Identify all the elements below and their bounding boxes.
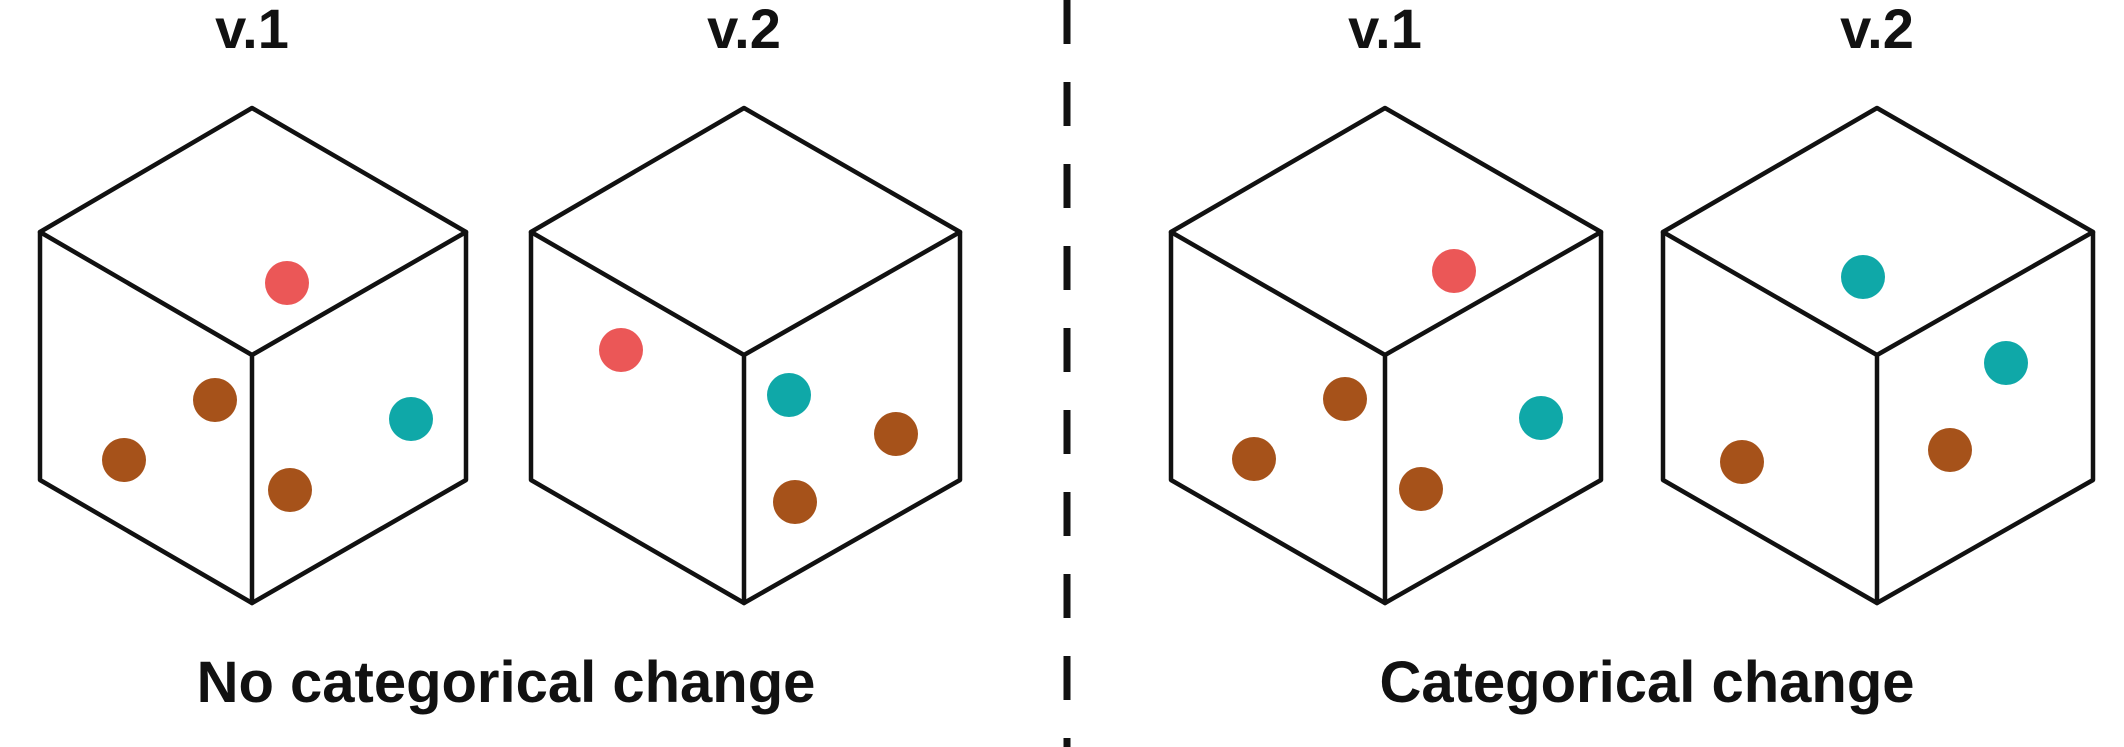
cube-1-dot-brown-left-1: [193, 378, 237, 422]
cube-1-label: v.1: [215, 0, 289, 60]
cube-4-inner-edges: [1660, 229, 2096, 606]
cube-2-inner-edges: [528, 229, 963, 606]
cube-1-dot-brown-left-2: [102, 438, 146, 482]
cube-1-dot-brown-right: [268, 468, 312, 512]
cube-3-dot-brown-left-1: [1323, 377, 1367, 421]
cube-2-dot-brown-right-2: [773, 480, 817, 524]
cube-3-label: v.1: [1348, 0, 1422, 60]
cube-3-dot-red-top: [1432, 249, 1476, 293]
cube-1-dot-red-top: [265, 261, 309, 305]
cube-2-dot-brown-right-1: [874, 412, 918, 456]
cube-2-dot-teal-right: [767, 373, 811, 417]
cube-1-dot-teal-right: [389, 397, 433, 441]
group-no-categorical-change: v.1 v.2 No categorical change: [37, 0, 963, 715]
caption-no-categorical-change: No categorical change: [197, 650, 816, 715]
cube-4-dot-teal-top: [1841, 255, 1885, 299]
cube-4-dot-brown-left: [1720, 440, 1764, 484]
cube-2-dot-red-left: [599, 328, 643, 372]
cube-4-dot-teal-right: [1984, 341, 2028, 385]
cube-2: v.2: [528, 0, 963, 606]
cube-3-dot-brown-right: [1399, 467, 1443, 511]
cube-3-dot-brown-left-2: [1232, 437, 1276, 481]
cube-3-dot-teal-right: [1519, 396, 1563, 440]
cube-4-dot-brown-right: [1928, 428, 1972, 472]
cube-3: v.1: [1168, 0, 1604, 606]
cube-2-label: v.2: [707, 0, 781, 60]
cube-4: v.2: [1660, 0, 2096, 606]
caption-categorical-change: Categorical change: [1379, 650, 1914, 715]
group-categorical-change: v.1 v.2 Categorical change: [1168, 0, 2096, 715]
cube-1-inner-edges: [37, 229, 469, 606]
cube-4-label: v.2: [1840, 0, 1914, 60]
cube-1: v.1: [37, 0, 469, 606]
cube-3-inner-edges: [1168, 229, 1604, 606]
